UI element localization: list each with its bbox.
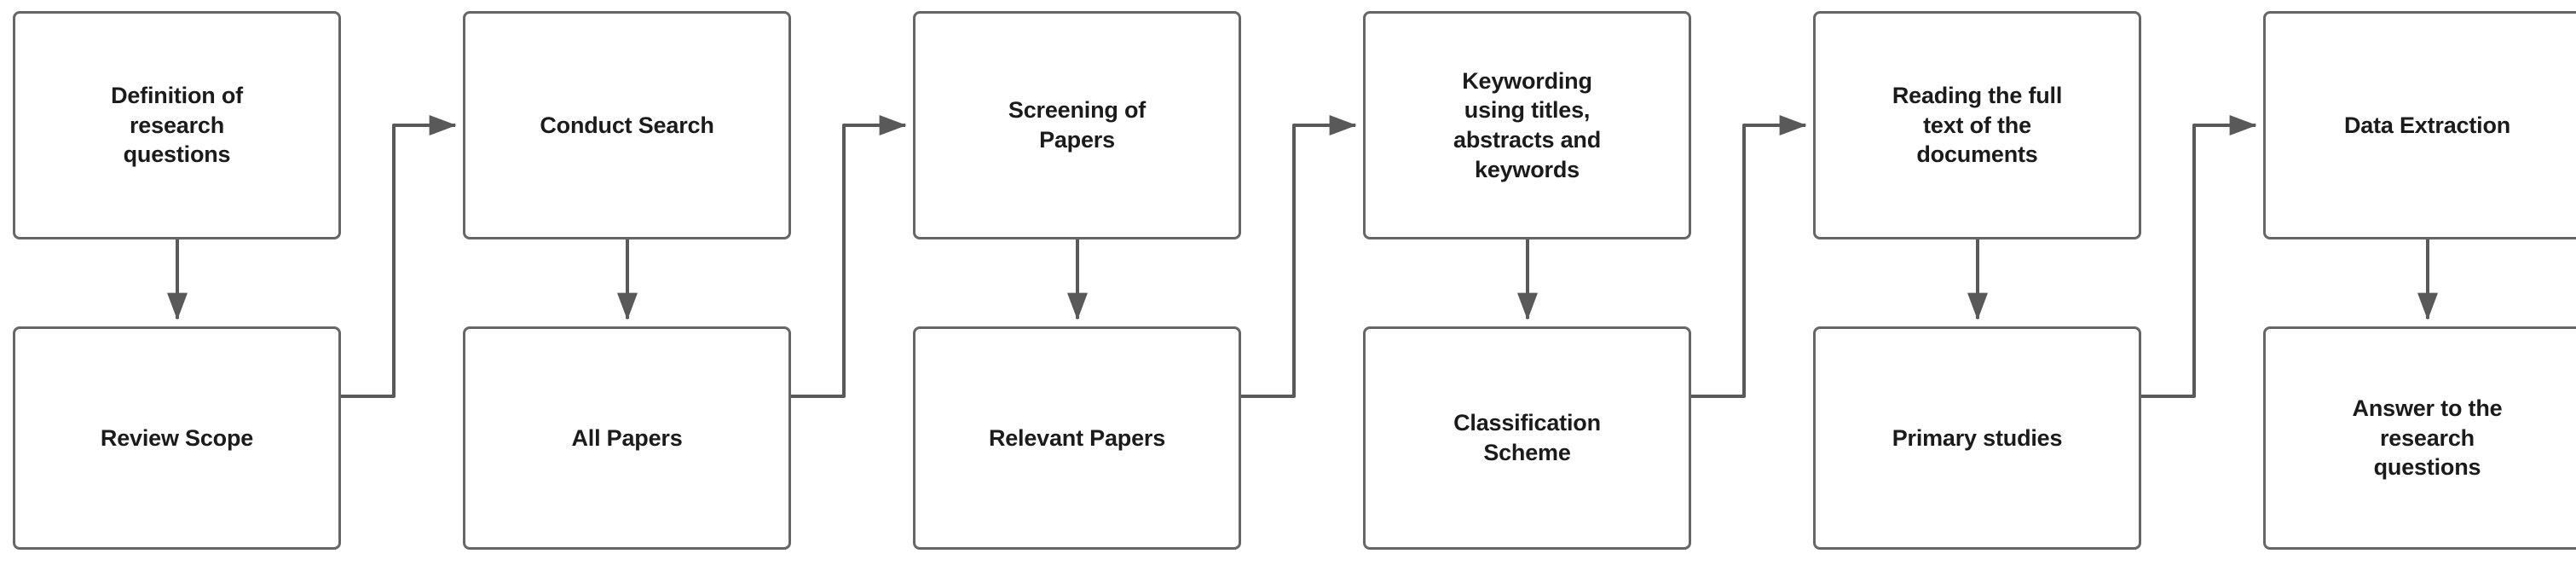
node-label-keywording-using-titles-abstracts-and-keywords: Keywording using titles, abstracts and k… [1453,67,1601,182]
node-label-data-extraction: Data Extraction [2343,112,2511,138]
node-relevant-papers[interactable]: Relevant Papers [913,326,1241,550]
node-reading-the-full-text-of-the-documents[interactable]: Reading the full text of the documents [1813,11,2141,239]
node-keywording-using-titles-abstracts-and-keywords[interactable]: Keywording using titles, abstracts and k… [1363,11,1691,239]
node-label-review-scope: Review Scope [100,424,254,451]
node-classification-scheme[interactable]: Classification Scheme [1363,326,1691,550]
connector-review-scope-to-conduct-search [341,114,457,398]
node-label-all-papers: All Papers [571,424,683,451]
connector-classification-scheme-to-reading [1691,114,1807,398]
connector-primary-studies-to-data-extraction [2141,114,2257,398]
node-definition-of-research-questions[interactable]: Definition of research questions [13,11,341,239]
node-review-scope[interactable]: Review Scope [13,326,341,550]
connector-relevant-papers-to-keywording [1241,114,1357,398]
node-data-extraction[interactable]: Data Extraction [2263,11,2576,239]
node-label-definition-of-research-questions: Definition of research questions [111,83,243,168]
node-label-reading-the-full-text-of-the-documents: Reading the full text of the documents [1892,83,2063,168]
node-label-conduct-search: Conduct Search [540,112,714,138]
node-all-papers[interactable]: All Papers [463,326,791,550]
node-label-relevant-papers: Relevant Papers [988,424,1166,451]
node-screening-of-papers[interactable]: Screening of Papers [913,11,1241,239]
node-label-answer-to-the-research-questions: Answer to the research questions [2352,395,2503,481]
node-label-classification-scheme: Classification Scheme [1453,410,1601,465]
node-primary-studies[interactable]: Primary studies [1813,326,2141,550]
node-label-primary-studies: Primary studies [1892,424,2063,451]
node-answer-to-the-research-questions[interactable]: Answer to the research questions [2263,326,2576,550]
node-label-screening-of-papers: Screening of Papers [1008,97,1146,153]
node-conduct-search[interactable]: Conduct Search [463,11,791,239]
connector-all-papers-to-screening [791,114,907,398]
